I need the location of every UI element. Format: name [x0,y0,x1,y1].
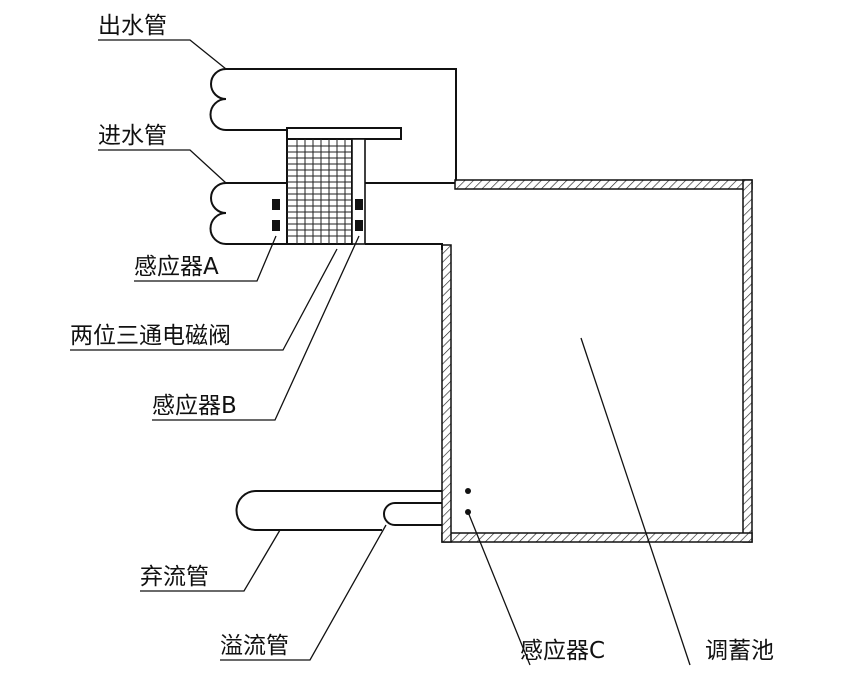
label-valve: 两位三通电磁阀 [70,323,231,349]
solenoid-valve [272,127,402,245]
tank-left-wall [441,244,452,543]
label-discard-pipe: 弃流管 [140,564,209,590]
tank-bottom-wall [441,532,753,543]
storage-tank [441,179,753,543]
sensor-a-block-bottom [272,220,280,231]
leader-lines [70,39,691,666]
sensor-c-dot-top [465,488,471,494]
label-overflow-pipe: 溢流管 [220,633,289,659]
valve-top-plate [286,127,402,140]
tank-top-wall [454,179,753,190]
sensor-c-dot-bottom [465,509,471,515]
label-sensor-c: 感应器C [520,638,605,664]
discard-pipe [235,490,442,531]
sensor-a-block-top [272,199,280,210]
overflow-pipe [383,502,442,526]
label-tank: 调蓄池 [705,638,774,664]
tank-right-wall [742,179,753,543]
label-sensor-a: 感应器A [134,254,219,280]
sensor-b-block-bottom [355,220,363,231]
outlet-pipe [209,68,457,180]
sensor-b-block-top [355,199,363,210]
valve-grid [287,139,352,244]
label-sensor-b: 感应器B [152,393,237,419]
label-inlet-pipe: 进水管 [98,123,167,149]
valve-body [286,138,353,245]
label-outlet-pipe: 出水管 [98,13,167,39]
